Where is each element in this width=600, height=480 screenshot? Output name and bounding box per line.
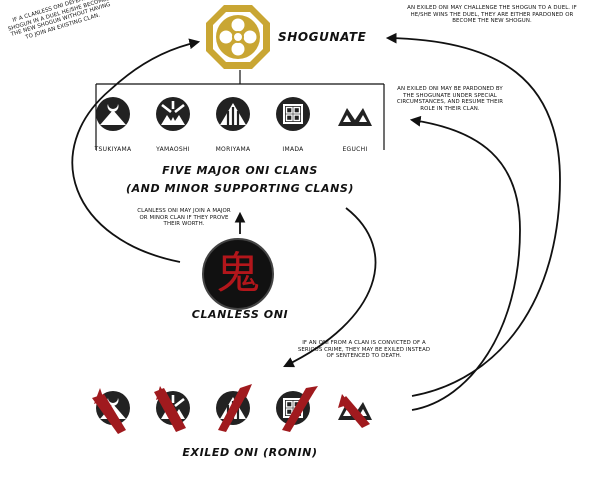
mountain-trees-icon xyxy=(216,97,250,131)
double-peak-icon xyxy=(338,108,372,126)
arrow-exiled-to-clans xyxy=(409,115,521,411)
oni-kanji: 鬼 xyxy=(216,248,260,299)
clan-name-yamaoshi: Yamaoshi xyxy=(156,146,190,153)
clan-name-moriyama: Moriyama xyxy=(215,146,251,153)
note-convicted: If an oni from a clan is convicted of a … xyxy=(297,340,431,360)
note-pardon: An exiled oni may be pardoned by the sho… xyxy=(396,86,504,112)
mountain-moon-icon xyxy=(96,97,130,131)
grid-squares-icon xyxy=(276,97,310,131)
clan-name-eguchi: Eguchi xyxy=(342,146,368,153)
clanless-oni-circle xyxy=(202,238,274,310)
clan-name-imada: Imada xyxy=(282,146,304,153)
mountain-wings-icon xyxy=(156,97,190,131)
note-join: Clanless oni may join a major or minor c… xyxy=(137,208,231,228)
arrow-exiled-to-shogunate xyxy=(385,32,561,397)
arrow-clanless-to-shogunate xyxy=(71,38,201,263)
clan-name-tsukiyama: Tsukiyama xyxy=(94,146,132,153)
note-challenge: An exiled oni may challenge the shogun t… xyxy=(407,5,577,25)
clan-bracket xyxy=(95,70,385,150)
clans-heading-line2: (and minor supporting clans) xyxy=(125,182,355,195)
clanless-label: Clanless Oni xyxy=(191,308,289,321)
shogunate-title: Shogunate xyxy=(278,30,367,44)
mon-crest-icon xyxy=(206,5,270,69)
exiled-label: Exiled Oni (Ronin) xyxy=(182,446,318,459)
arrow-clans-to-exiled xyxy=(283,207,377,368)
clans-heading-line1: Five Major Oni Clans xyxy=(162,164,318,177)
